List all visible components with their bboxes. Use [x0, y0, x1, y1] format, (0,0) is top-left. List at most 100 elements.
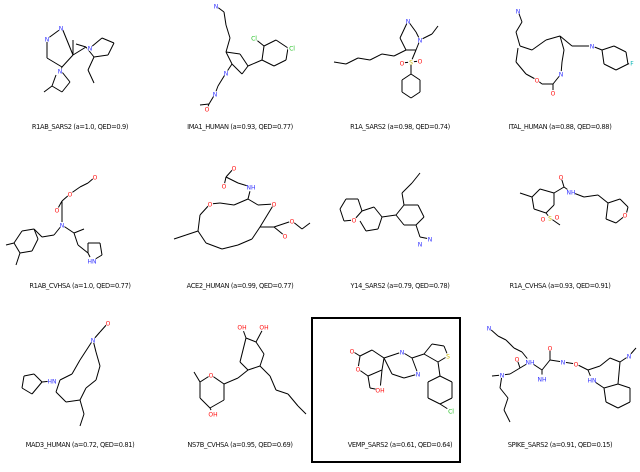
- atom-label: O: [205, 106, 210, 113]
- bond: [427, 375, 441, 383]
- bond: [23, 373, 35, 377]
- bond: [273, 220, 293, 228]
- bond: [503, 409, 511, 423]
- bond: [55, 391, 67, 403]
- bond: [185, 230, 199, 236]
- bond: [605, 202, 609, 220]
- bond: [605, 401, 619, 409]
- atom-background: [58, 25, 64, 31]
- atom-label: N: [406, 18, 411, 25]
- atom-background: [540, 216, 546, 222]
- bond: [531, 188, 541, 198]
- bond: [241, 65, 249, 75]
- atom-background: [547, 215, 553, 221]
- bond: [513, 347, 523, 353]
- bond: [609, 357, 621, 363]
- atom-label: O: [574, 361, 579, 368]
- bond: [79, 339, 94, 361]
- atom-background: [537, 374, 547, 384]
- atom-label: O: [352, 217, 357, 224]
- bond: [95, 351, 101, 367]
- molecule-caption: ITAL_HUMAN (a=0.88, QED=0.88): [508, 122, 612, 131]
- bond: [559, 35, 573, 47]
- atom-label: O: [515, 356, 520, 363]
- bond: [617, 401, 631, 409]
- bond: [357, 57, 371, 61]
- atom-background: [87, 45, 93, 51]
- bond: [259, 203, 275, 228]
- atom-background: [405, 18, 411, 24]
- bond: [613, 45, 627, 53]
- bond: [297, 405, 307, 415]
- bond: [239, 337, 247, 363]
- bond: [417, 204, 425, 218]
- atom-label: S: [409, 59, 413, 66]
- bond: [173, 234, 187, 240]
- atom-background: [282, 233, 288, 239]
- bond: [381, 357, 385, 371]
- atom-label: O: [548, 345, 553, 352]
- atom-label: O: [559, 174, 564, 181]
- bond: [225, 51, 233, 65]
- bond: [251, 226, 261, 240]
- bond: [225, 37, 231, 53]
- bond: [193, 371, 201, 383]
- atom-background: [271, 201, 277, 207]
- bond: [225, 24, 231, 39]
- bond: [423, 343, 433, 355]
- atom-label: F: [630, 60, 634, 67]
- atom-label: N: [60, 222, 65, 229]
- atom-label: N: [400, 349, 405, 356]
- atom-background: [408, 59, 414, 65]
- atom-background: [237, 322, 247, 332]
- molecule-caption: R1AB_SARS2 (a=1.0, QED=0.9): [31, 122, 129, 131]
- bond: [73, 232, 79, 246]
- atom-background: [427, 236, 433, 242]
- bond: [285, 47, 289, 61]
- bond: [365, 228, 379, 232]
- atom-label: O: [356, 366, 361, 373]
- atom-background: [92, 174, 98, 180]
- bond: [263, 39, 277, 47]
- bond: [197, 214, 201, 232]
- atom-label: N: [416, 371, 421, 378]
- atom-background: [558, 174, 564, 180]
- bond: [359, 349, 373, 357]
- bond: [415, 224, 421, 238]
- bond: [99, 242, 103, 256]
- bond: [395, 204, 405, 216]
- atom-background: [355, 366, 361, 372]
- bond: [541, 359, 551, 371]
- bond: [357, 198, 363, 212]
- atom-label: O: [68, 191, 73, 198]
- atom-background: [534, 77, 540, 83]
- atom-label: O: [290, 218, 295, 225]
- atom-label: HN: [88, 258, 97, 265]
- bond: [5, 242, 15, 246]
- bond: [79, 413, 85, 427]
- bond: [545, 35, 561, 41]
- atom-background: [399, 349, 405, 355]
- atom-label: N: [418, 241, 423, 248]
- atom-background: [105, 320, 111, 326]
- molecule-caption: IMA1_HUMAN (a=0.93, QED=0.77): [187, 122, 293, 131]
- bond: [339, 198, 347, 210]
- bond: [545, 204, 555, 214]
- atom-label: O: [400, 60, 405, 67]
- atom-label: NH: [526, 359, 535, 366]
- bond: [605, 218, 617, 224]
- bond: [411, 353, 425, 359]
